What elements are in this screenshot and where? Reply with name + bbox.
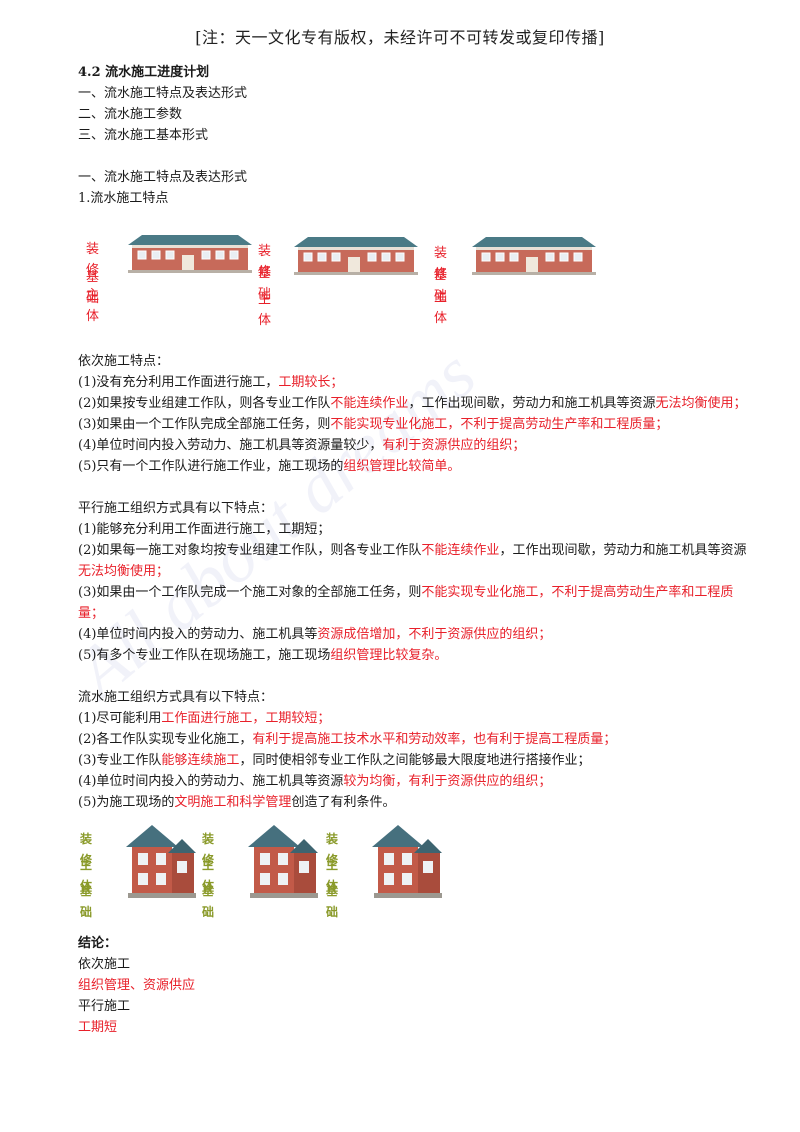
- label-main-structure: 主体: [326, 858, 339, 893]
- label-decoration: 装修: [80, 832, 93, 867]
- content: 4.2 流水施工进度计划 一、流水施工特点及表达形式 二、流水施工参数 三、流水…: [78, 62, 758, 1038]
- toc-item: 三、流水施工基本形式: [78, 128, 209, 143]
- par-item-5: (5)有多个专业工作队在现场施工，施工现场组织管理比较复杂。: [78, 648, 448, 663]
- flow-item-4: (4)单位时间内投入的劳动力、施工机具等资源较为均衡，有利于资源供应的组织；: [78, 774, 552, 789]
- conclusion-line: 工期短: [78, 1020, 118, 1035]
- label-foundation: 基础: [80, 884, 93, 919]
- label-foundation: 基础: [202, 884, 215, 919]
- seq-item-5: (5)只有一个工作队进行施工作业，施工现场的组织管理比较简单。: [78, 459, 461, 474]
- house-icon: [106, 823, 196, 899]
- conclusion-line: 平行施工: [78, 999, 131, 1014]
- house-icon: [124, 231, 256, 273]
- label-decoration: 装修: [326, 832, 339, 867]
- label-main-structure: 主体: [434, 290, 448, 326]
- conclusion-line: 组织管理、资源供应: [78, 978, 196, 993]
- label-main-structure: 主体: [86, 288, 100, 324]
- conclusion-title: 结论：: [78, 936, 118, 951]
- flow-item-1: (1)尽可能利用工作面进行施工，工期较短；: [78, 711, 331, 726]
- label-foundation: 基础: [434, 268, 448, 304]
- flow-item-3: (3)专业工作队能够连续施工，同时使相邻专业工作队之间能够最大限度地进行搭接作业…: [78, 753, 591, 768]
- seq-item-1: (1)没有充分利用工作面进行施工，工期较长；: [78, 375, 344, 390]
- par-item-4: (4)单位时间内投入的劳动力、施工机具等资源成倍增加，不利于资源供应的组织；: [78, 627, 552, 642]
- house-icon: [352, 823, 442, 899]
- subsection-heading: 一、流水施工特点及表达形式: [78, 170, 248, 185]
- section-heading: 4.2 流水施工进度计划: [78, 65, 210, 80]
- seq-title: 依次施工特点：: [78, 354, 170, 369]
- subsection-title: 1.流水施工特点: [78, 191, 169, 206]
- copyright-notice: [注：天一文化专有版权，未经许可不可转发或复印传播]: [195, 28, 605, 47]
- label-main-structure: 主体: [258, 292, 272, 328]
- label-foundation: 基础: [86, 270, 100, 306]
- seq-item-4: (4)单位时间内投入劳动力、施工机具等资源量较少，有利于资源供应的组织；: [78, 438, 526, 453]
- toc-item: 二、流水施工参数: [78, 107, 183, 122]
- label-decoration: 装修: [258, 244, 272, 280]
- par-title: 平行施工组织方式具有以下特点：: [78, 501, 274, 516]
- label-main-structure: 主体: [202, 858, 215, 893]
- flow-item-5: (5)为施工现场的文明施工和科学管理创造了有利条件。: [78, 795, 396, 810]
- label-foundation: 基础: [326, 884, 339, 919]
- label-foundation: 基础: [258, 266, 272, 302]
- figure-flow-houses: 装修 主体 基础: [78, 813, 758, 933]
- conclusion-line: 依次施工: [78, 957, 131, 972]
- label-decoration: 装修: [202, 832, 215, 867]
- flow-title: 流水施工组织方式具有以下特点：: [78, 690, 274, 705]
- figure-sequential-houses: 装修 基础 主体: [78, 209, 758, 337]
- toc-item: 一、流水施工特点及表达形式: [78, 86, 248, 101]
- par-item-2: (2)如果每一施工对象均按专业组建工作队，则各专业工作队不能连续作业，工作出现间…: [78, 543, 747, 579]
- label-decoration: 装修: [86, 242, 100, 278]
- house-icon: [468, 233, 600, 275]
- flow-item-2: (2)各工作队实现专业化施工，有利于提高施工技术水平和劳动效率，也有利于提高工程…: [78, 732, 617, 747]
- seq-item-3: (3)如果由一个工作队完成全部施工任务，则不能实现专业化施工，不利于提高劳动生产…: [78, 417, 669, 432]
- house-icon: [228, 823, 318, 899]
- label-main-structure: 主体: [80, 858, 93, 893]
- seq-item-2: (2)如果按专业组建工作队，则各专业工作队不能连续作业，工作出现间歇，劳动力和施…: [78, 396, 747, 411]
- label-decoration: 装修: [434, 246, 448, 282]
- par-item-3: (3)如果由一个工作队完成一个施工对象的全部施工任务，则不能实现专业化施工，不利…: [78, 585, 734, 621]
- house-icon: [290, 233, 422, 275]
- par-item-1: (1)能够充分利用工作面进行施工，工期短；: [78, 522, 331, 537]
